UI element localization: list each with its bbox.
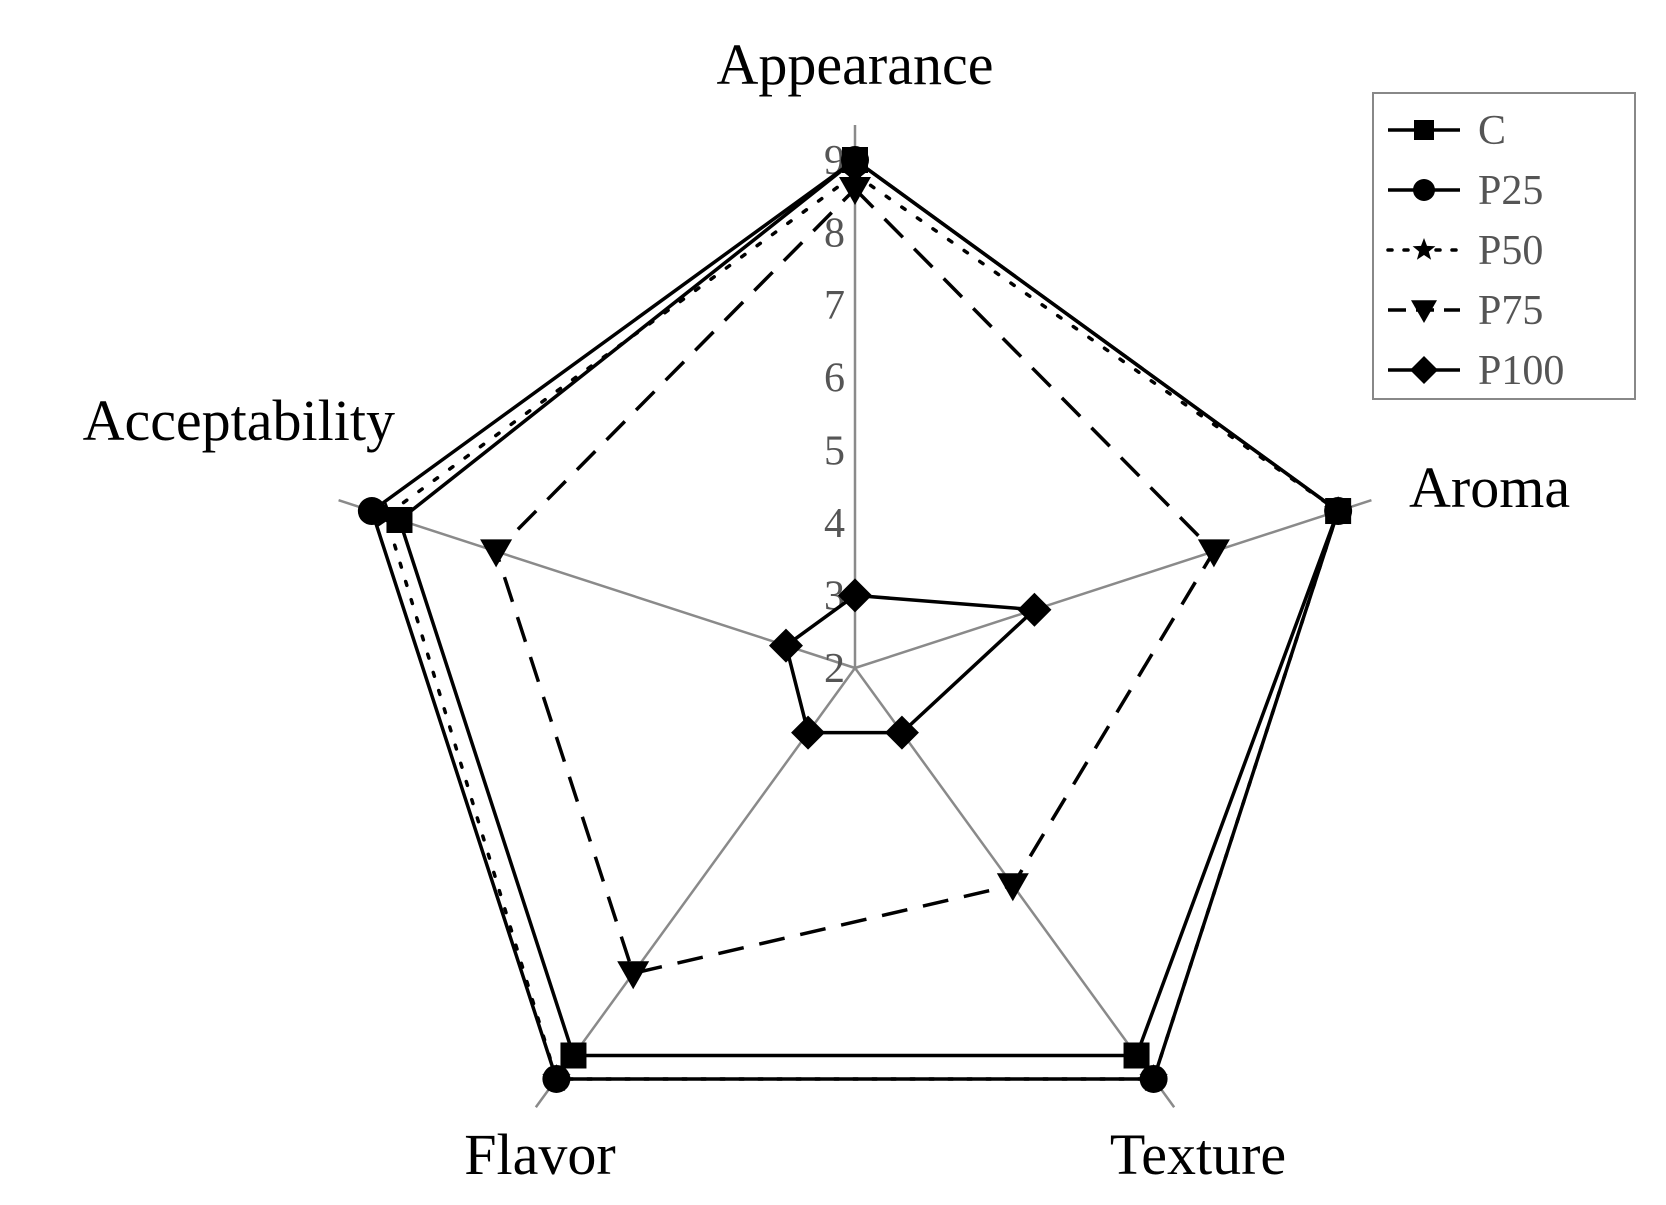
axis-label-texture: Texture xyxy=(1110,1122,1286,1187)
marker-c-texture xyxy=(1123,1042,1150,1069)
tick-label: 7 xyxy=(824,283,845,329)
marker-p50-acceptability xyxy=(371,500,400,528)
tick-label: 8 xyxy=(824,211,845,257)
legend-label-p75: P75 xyxy=(1478,288,1543,334)
marker-c-flavor xyxy=(560,1042,587,1069)
axis-spokes xyxy=(338,125,1372,1109)
marker-p75-texture xyxy=(996,873,1029,902)
axis-label-aroma: Aroma xyxy=(1409,455,1570,520)
tick-label: 6 xyxy=(824,356,845,402)
axis-label-acceptability: Acceptability xyxy=(83,388,395,453)
marker-p50-aroma xyxy=(1323,496,1353,524)
legend-label-p50: P50 xyxy=(1478,228,1543,274)
marker-p75-appearance xyxy=(839,177,871,206)
series-line-p75 xyxy=(494,186,1217,976)
marker-p100-acceptability xyxy=(768,628,803,663)
marker-p75-acceptability xyxy=(480,539,513,568)
marker-p100-appearance xyxy=(838,578,872,613)
legend-marker-p25 xyxy=(1413,179,1435,201)
marker-p100-texture xyxy=(884,715,919,750)
tick-label: 2 xyxy=(824,646,845,692)
legend-marker-p100 xyxy=(1410,356,1438,384)
marker-p100-aroma xyxy=(1017,592,1052,627)
legend-label-c: C xyxy=(1478,108,1506,154)
marker-p100-flavor xyxy=(791,715,826,750)
marker-p50-appearance xyxy=(840,159,870,187)
tick-label: 5 xyxy=(824,428,845,474)
legend-label-p100: P100 xyxy=(1478,348,1564,394)
legend-marker-c xyxy=(1414,120,1434,140)
legend-label-p25: P25 xyxy=(1478,168,1543,214)
legend-box xyxy=(1372,92,1636,400)
axis-spoke-aroma xyxy=(854,499,1372,670)
legend-marker-p50 xyxy=(1412,238,1436,260)
axis-label-flavor: Flavor xyxy=(464,1122,615,1187)
axis-spoke-acceptability xyxy=(338,499,856,670)
series-line-p100 xyxy=(784,593,1039,735)
series-lines xyxy=(369,157,1341,1081)
marker-p50-flavor xyxy=(542,1064,571,1092)
marker-p75-aroma xyxy=(1197,539,1230,568)
axis-label-appearance: Appearance xyxy=(717,32,994,97)
series-line-p50 xyxy=(383,172,1341,1081)
marker-p50-texture xyxy=(1139,1064,1168,1092)
marker-p75-flavor xyxy=(617,961,650,990)
tick-label: 4 xyxy=(824,501,845,547)
series-markers xyxy=(357,146,1353,1093)
legend-marker-p75 xyxy=(1411,300,1437,323)
series-line-c xyxy=(397,157,1341,1058)
